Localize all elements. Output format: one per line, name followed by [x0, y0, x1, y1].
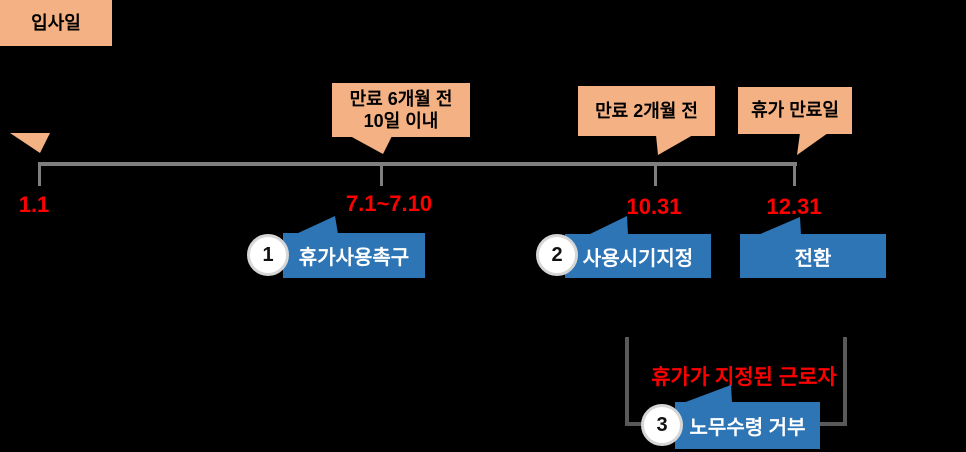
- step1-label: 휴가사용촉구: [298, 247, 410, 269]
- callout-6-months-line2: 10일 이내: [363, 111, 439, 131]
- step2-number-badge: 2: [536, 234, 578, 276]
- timeline-axis: [38, 162, 797, 166]
- callout-2-months-label: 만료 2개월 전: [595, 100, 698, 121]
- date-label-12-31: 12.31: [766, 194, 822, 219]
- bracket-left-line: [625, 337, 629, 426]
- step2-pointer: [588, 216, 628, 235]
- callout-6-months-line1: 만료 6개월 전: [349, 88, 453, 109]
- timeline-tick-1-1: [38, 165, 41, 186]
- timeline-tick-7-1: [380, 165, 383, 186]
- callout-leave-expiry-date: 휴가 만료일: [738, 87, 852, 134]
- callout-2-months-before-expiry: 만료 2개월 전: [578, 86, 715, 136]
- date-label-7-1-to-7-10: 7.1~7.10: [345, 191, 433, 216]
- step1-box-leave-use-promotion: 휴가사용촉구: [283, 233, 425, 278]
- callout-hire-date-label: 입사일: [31, 12, 81, 33]
- timeline-tick-12-31: [793, 165, 796, 186]
- callout-6-months-before-expiry: 만료 6개월 전 10일 이내: [332, 83, 470, 137]
- step3-number-badge: 3: [641, 404, 683, 446]
- callout-hire-date: 입사일: [0, 0, 112, 46]
- callout-pointer-6-months: [350, 136, 392, 154]
- step3-label: 노무수령 거부: [689, 417, 806, 439]
- step1-pointer: [296, 216, 338, 234]
- conversion-label: 전환: [794, 247, 832, 270]
- callout-leave-expiry-label: 휴가 만료일: [751, 100, 839, 121]
- callout-pointer-expiry: [797, 133, 828, 155]
- step1-number-badge: 1: [247, 234, 289, 276]
- conversion-box: 전환: [740, 234, 886, 278]
- bracket-right-line: [843, 337, 847, 426]
- date-label-1-1: 1.1: [18, 192, 50, 217]
- callout-pointer-2-months: [656, 135, 693, 155]
- date-label-10-31: 10.31: [626, 194, 682, 219]
- timeline-tick-10-31: [654, 165, 657, 186]
- step2-label: 사용시기지정: [582, 247, 694, 270]
- designated-worker-note: 휴가가 지정된 근로자: [651, 366, 837, 389]
- step3-box-refusal-of-labor: 노무수령 거부: [675, 402, 820, 449]
- step2-box-usage-time-designation: 사용시기지정: [565, 234, 711, 278]
- callout-pointer-hire: [10, 133, 50, 153]
